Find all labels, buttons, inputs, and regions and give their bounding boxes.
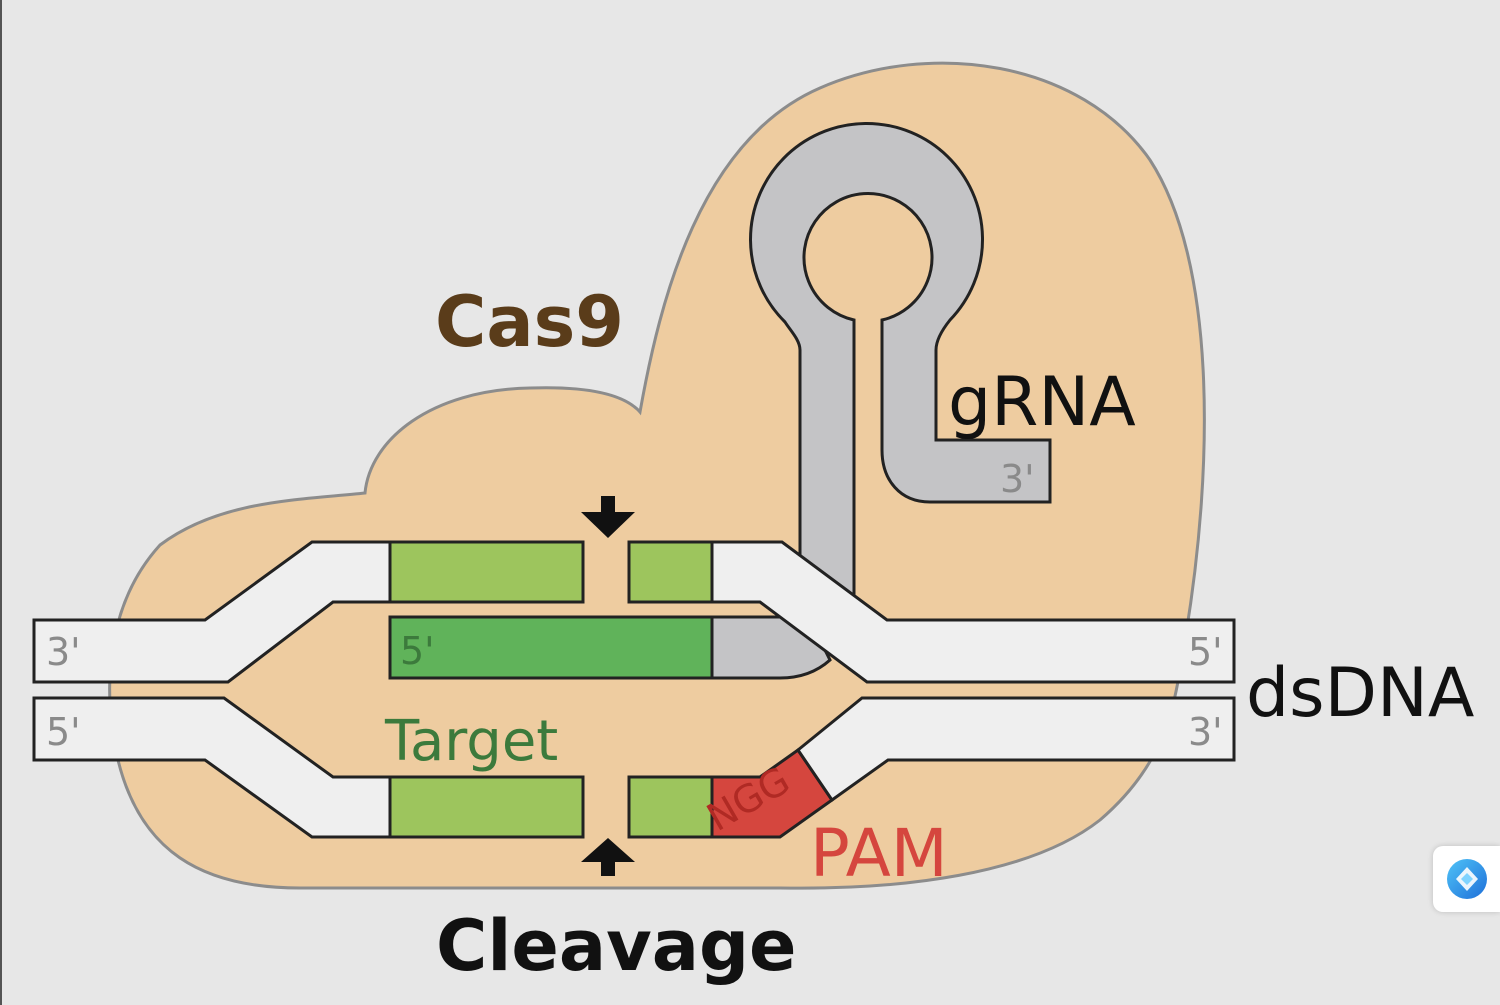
dna-top-strand xyxy=(32,540,1236,684)
grna-hairpin xyxy=(749,122,1052,612)
target-label: Target xyxy=(384,709,558,774)
end-label-bottom-left: 5' xyxy=(46,710,81,754)
top-target-left xyxy=(388,540,585,604)
top-target-right xyxy=(627,540,714,604)
dsdna-label: dsDNA xyxy=(1246,654,1474,733)
cleavage-label: Cleavage xyxy=(436,905,797,987)
dna-bottom-strand xyxy=(32,696,1236,839)
grna-spacer xyxy=(388,615,714,680)
pam-label: PAM xyxy=(810,815,948,892)
arrow-down-icon xyxy=(581,496,635,538)
spacer-end-label: 5' xyxy=(400,629,435,673)
assistant-icon xyxy=(1446,859,1487,899)
arrow-up-icon xyxy=(581,838,635,876)
assistant-floating-button[interactable] xyxy=(1433,846,1500,912)
bottom-strand-right xyxy=(795,696,1236,803)
bottom-target-right xyxy=(627,775,714,839)
cas9-label: Cas9 xyxy=(435,281,624,363)
end-label-bottom-right: 3' xyxy=(1188,710,1223,754)
grna-label: gRNA xyxy=(948,363,1136,442)
end-label-top-left: 3' xyxy=(46,630,81,674)
top-strand-right xyxy=(710,540,1236,684)
grna-tail-label: 3' xyxy=(1000,457,1035,501)
end-label-top-right: 5' xyxy=(1188,630,1223,674)
bottom-target-left xyxy=(388,775,585,839)
